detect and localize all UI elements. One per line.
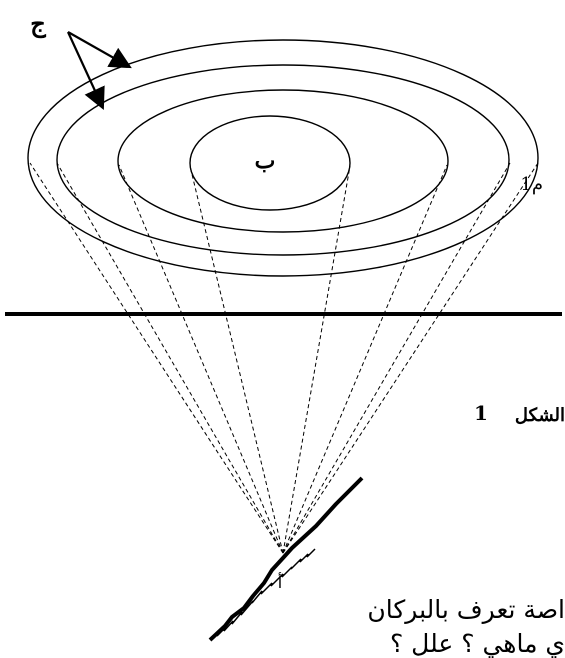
second-ellipse (117, 89, 449, 233)
inner-ellipse (189, 115, 351, 211)
fault-line-jagged (212, 548, 316, 639)
label-m1: م1 (520, 174, 543, 195)
fault-line (208, 476, 364, 642)
label-c: ج (30, 9, 46, 39)
label-a: أ (278, 572, 282, 592)
figure-label: الشكل (515, 405, 565, 426)
arrow-to-outer-ellipse (67, 31, 132, 69)
arrow-to-third-ellipse (67, 31, 105, 110)
figure-number: 1 (474, 401, 488, 425)
question-line-2: ي ماهي ؟ علل ؟ (389, 629, 565, 658)
seismic-rays (29, 162, 539, 554)
question-line-1: اصة تعرف بالبركان (367, 595, 565, 624)
label-b: ب (255, 148, 276, 174)
third-ellipse (56, 64, 510, 256)
outer-ellipse (27, 39, 539, 277)
